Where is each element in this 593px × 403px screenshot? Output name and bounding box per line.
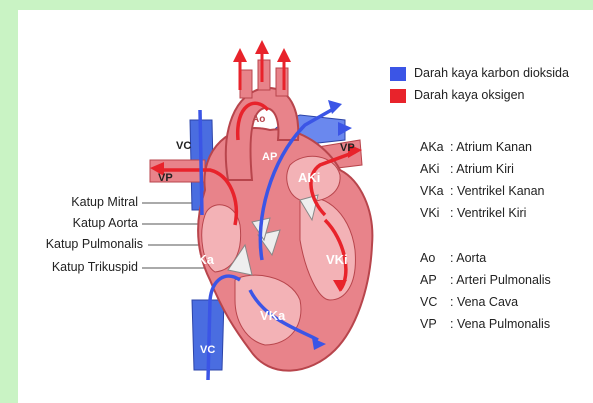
abbr-code: Ao xyxy=(420,251,450,265)
abbr-meaning: Atrium Kanan xyxy=(456,140,532,154)
abbr-code: AP xyxy=(420,273,450,287)
abbr-row-ap: AP: Arteri Pulmonalis xyxy=(420,273,551,287)
abbr-row-aki: AKi: Atrium Kiri xyxy=(420,162,514,176)
label-vp-right: VP xyxy=(340,142,355,154)
label-ao: Ao xyxy=(252,114,265,125)
arrow-red-aorta-2 xyxy=(255,40,269,54)
abbr-code: VC xyxy=(420,295,450,309)
flow-blue-superior-vc xyxy=(200,110,202,215)
abbr-sep: : xyxy=(450,317,457,331)
abbr-meaning: Arteri Pulmonalis xyxy=(456,273,550,287)
aorta-branch-3 xyxy=(276,68,288,96)
legend-label-carbon-dioxide: Darah kaya karbon dioksida xyxy=(414,66,569,80)
abbr-code: AKa xyxy=(420,140,450,154)
arrow-red-aorta-3 xyxy=(277,48,291,62)
abbr-row-vp: VP: Vena Pulmonalis xyxy=(420,317,550,331)
label-vka: VKa xyxy=(260,308,285,323)
abbr-meaning: Vena Cava xyxy=(457,295,518,309)
abbr-code: VKa xyxy=(420,184,450,198)
label-katup-mitral: Katup Mitral xyxy=(71,195,138,209)
abbr-code: VKi xyxy=(420,206,450,220)
abbr-meaning: Ventrikel Kanan xyxy=(457,184,545,198)
abbr-row-aka: AKa: Atrium Kanan xyxy=(420,140,532,154)
abbr-meaning: Ventrikel Kiri xyxy=(457,206,526,220)
abbr-code: AKi xyxy=(420,162,450,176)
legend-swatch-carbon-dioxide xyxy=(390,67,406,81)
abbr-code: VP xyxy=(420,317,450,331)
aorta-branch-1 xyxy=(240,70,252,98)
abbr-row-ao: Ao: Aorta xyxy=(420,251,486,265)
legend-swatch-oxygen xyxy=(390,89,406,103)
abbr-meaning: Atrium Kiri xyxy=(456,162,514,176)
label-katup-aorta: Katup Aorta xyxy=(73,216,138,230)
abbr-row-vc: VC: Vena Cava xyxy=(420,295,518,309)
label-vp-left: VP xyxy=(158,172,173,184)
abbr-meaning: Aorta xyxy=(456,251,486,265)
label-vki: VKi xyxy=(326,252,348,267)
abbr-sep: : xyxy=(450,295,457,309)
abbr-sep: : xyxy=(450,206,457,220)
abbr-row-vka: VKa: Ventrikel Kanan xyxy=(420,184,545,198)
abbr-meaning: Vena Pulmonalis xyxy=(457,317,550,331)
label-aka: AKa xyxy=(188,252,214,267)
label-aki: AKi xyxy=(298,170,320,185)
abbr-row-vki: VKi: Ventrikel Kiri xyxy=(420,206,526,220)
aorta-branch-2 xyxy=(258,60,270,90)
label-katup-pulmonalis: Katup Pulmonalis xyxy=(46,237,143,251)
arrow-red-aorta-1 xyxy=(233,48,247,62)
abbr-sep: : xyxy=(450,184,457,198)
label-vc-bottom: VC xyxy=(200,344,215,356)
label-katup-trikuspid: Katup Trikuspid xyxy=(52,260,138,274)
legend-label-oxygen: Darah kaya oksigen xyxy=(414,88,524,102)
label-vc-top: VC xyxy=(176,140,191,152)
label-ap: AP xyxy=(262,151,277,163)
